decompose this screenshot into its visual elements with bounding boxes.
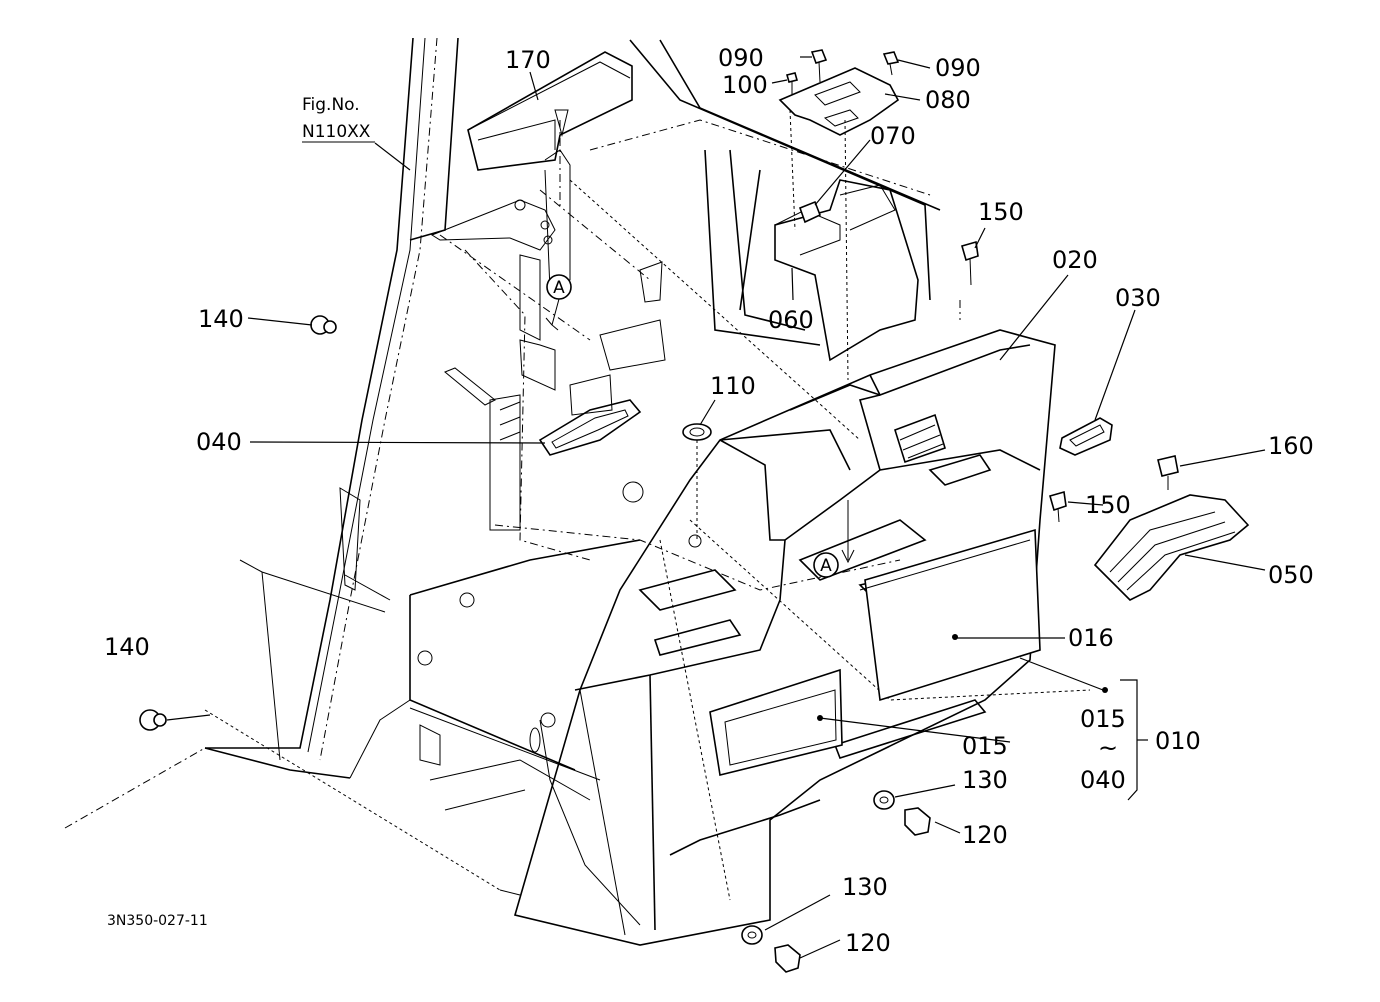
part-070-clip xyxy=(798,200,822,224)
part-040-grip xyxy=(538,399,642,456)
part-170-cover xyxy=(467,51,633,171)
fig-no-value: N110XX xyxy=(302,122,371,142)
part-015-mat xyxy=(709,668,843,776)
part-080-plate xyxy=(778,67,900,136)
label-110: 110 xyxy=(710,372,756,400)
label-060: 060 xyxy=(768,306,814,334)
part-016-mat xyxy=(859,528,1041,702)
cab-frame-linework xyxy=(64,37,1091,946)
label-030: 030 xyxy=(1115,284,1161,312)
detail-marker-a-text: A xyxy=(820,556,832,576)
label-100: 100 xyxy=(722,71,768,99)
label-range-tilde: ~ xyxy=(1098,734,1118,762)
label-050: 050 xyxy=(1268,561,1314,589)
label-150-right: 150 xyxy=(1085,491,1131,519)
label-020: 020 xyxy=(1052,246,1098,274)
detail-marker-a-right: A xyxy=(813,500,855,578)
label-170: 170 xyxy=(505,46,551,74)
label-090-right: 090 xyxy=(935,54,981,82)
label-015: 015 xyxy=(962,732,1008,760)
detail-marker-a-text: A xyxy=(553,278,565,298)
fig-no-label: Fig.No. xyxy=(302,95,360,115)
label-130-bottom: 130 xyxy=(842,873,888,901)
label-015-range-start: 015 xyxy=(1080,705,1126,733)
label-130-top: 130 xyxy=(962,766,1008,794)
label-010: 010 xyxy=(1155,727,1201,755)
part-050-step-plate xyxy=(1093,494,1250,601)
label-070: 070 xyxy=(870,122,916,150)
label-016: 016 xyxy=(1068,624,1114,652)
fasteners xyxy=(139,49,1179,973)
label-120-bottom: 120 xyxy=(845,929,891,957)
label-040-range-end: 040 xyxy=(1080,766,1126,794)
label-150-top: 150 xyxy=(978,198,1024,226)
label-040: 040 xyxy=(196,428,242,456)
drawing-code: 3N350-027-11 xyxy=(107,913,208,929)
label-140-top: 140 xyxy=(198,305,244,333)
label-080: 080 xyxy=(925,86,971,114)
figure-reference: Fig.No. N110XX xyxy=(302,95,375,143)
part-030-grommet xyxy=(1059,417,1113,456)
part-110-grommet xyxy=(682,423,712,540)
label-160: 160 xyxy=(1268,432,1314,460)
label-090-left: 090 xyxy=(718,44,764,72)
leader-lines xyxy=(166,56,1266,959)
lever-mechanism xyxy=(430,109,861,531)
detail-marker-a-left: A xyxy=(545,274,572,331)
part-060-bracket xyxy=(774,109,919,381)
label-120-top: 120 xyxy=(962,821,1008,849)
part-labels: 170 090 090 100 080 070 150 020 030 060 … xyxy=(104,44,1314,957)
label-140-bottom: 140 xyxy=(104,633,150,661)
